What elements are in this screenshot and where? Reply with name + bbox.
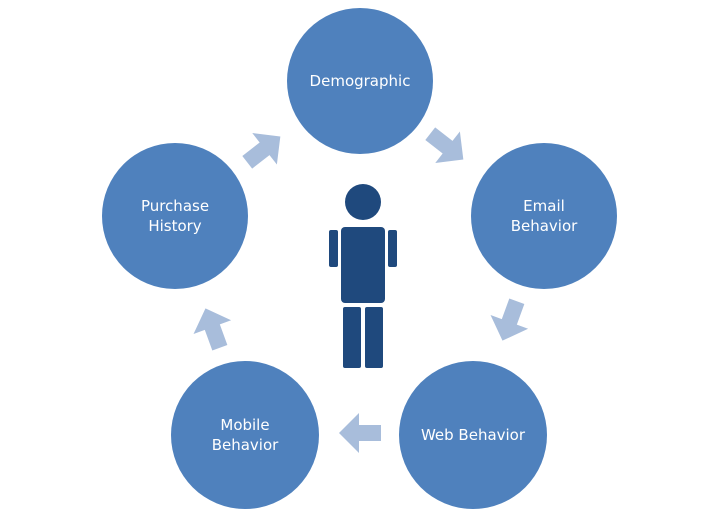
person-right-leg (365, 307, 383, 368)
arrow-icon (339, 413, 381, 453)
person-torso (341, 227, 385, 303)
node-label: Web Behavior (420, 426, 526, 444)
arrow-email-to-web (490, 298, 529, 341)
node-label: Demographic (309, 72, 411, 90)
arrow-purchase-to-demographic (242, 133, 281, 169)
person-icon (329, 184, 397, 368)
person-left-arm (329, 230, 338, 267)
arrow-web-to-mobile (339, 413, 381, 453)
node-demographic: Demographic (287, 8, 433, 154)
arrow-icon (193, 308, 232, 351)
node-label: Email Behavior (510, 197, 578, 235)
node-label: Mobile Behavior (211, 416, 279, 454)
arrow-icon (242, 133, 281, 169)
arrow-icon (490, 298, 529, 341)
arrow-icon (425, 127, 464, 163)
person-head (345, 184, 381, 220)
person-right-arm (388, 230, 397, 267)
node-mobile-behavior: Mobile Behavior (171, 361, 319, 509)
node-purchase-history: Purchase History (102, 143, 248, 289)
node-label: Purchase History (140, 197, 210, 235)
arrow-demographic-to-email (425, 127, 464, 163)
arrow-mobile-to-purchase (193, 308, 232, 351)
person-left-leg (343, 307, 361, 368)
node-email-behavior: Email Behavior (471, 143, 617, 289)
node-web-behavior: Web Behavior (399, 361, 547, 509)
